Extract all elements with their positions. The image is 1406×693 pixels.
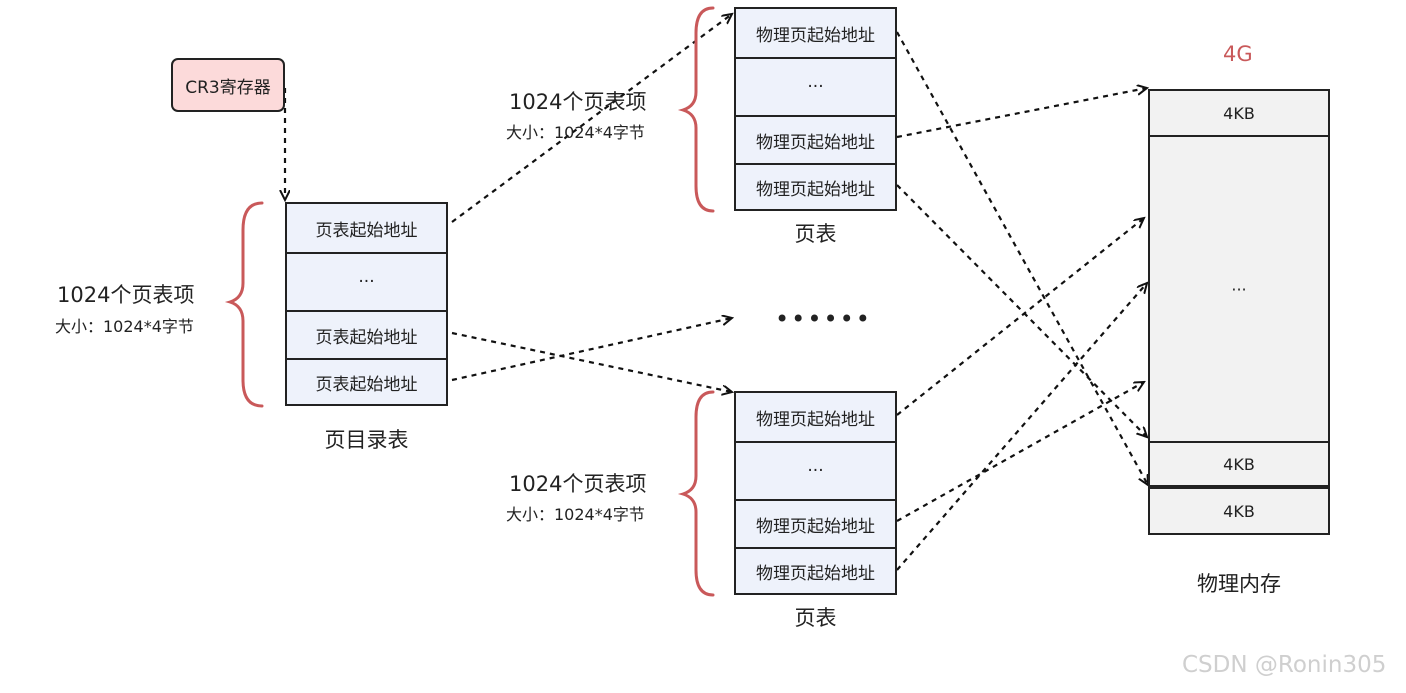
page-table-entry: 物理页起始地址 xyxy=(736,547,895,593)
page-table-entry-ellipsis: ··· xyxy=(736,441,895,499)
directory-entry: 页表起始地址 xyxy=(287,310,446,358)
page-table-entry-ellipsis: ··· xyxy=(736,57,895,115)
arrow-pt1-row1 xyxy=(896,31,1148,485)
arrow-pt2-row4 xyxy=(896,283,1147,571)
memory-top-label: 4G xyxy=(1223,42,1253,66)
middle-ellipsis: •••••• xyxy=(775,305,872,333)
page-table-entry: 物理页起始地址 xyxy=(756,409,875,430)
memory-page: 4KB xyxy=(1150,91,1328,137)
arrow-dir-to-middle xyxy=(451,318,732,382)
directory-count-label: 1024个页表项 xyxy=(57,283,195,307)
directory-entry: 页表起始地址 xyxy=(287,358,446,404)
cr3-register: CR3寄存器 xyxy=(171,58,285,112)
table-top-count-label: 1024个页表项 xyxy=(509,90,647,114)
page-table-bottom-caption: 页表 xyxy=(794,606,837,630)
page-table-entry: 物理页起始地址 xyxy=(756,25,875,46)
table-bottom-count-label: 1024个页表项 xyxy=(509,472,647,496)
arrow-pt2-row1 xyxy=(896,218,1144,416)
page-table-top: 物理页起始地址 ··· 物理页起始地址 物理页起始地址 xyxy=(734,7,897,211)
directory-entry: 页表起始地址 xyxy=(315,220,418,241)
physical-memory-caption: 物理内存 xyxy=(1197,572,1281,596)
directory-size-label: 大小：1024*4字节 xyxy=(55,317,194,336)
page-table-entry: 物理页起始地址 xyxy=(736,163,895,209)
arrow-pt1-row4 xyxy=(896,184,1147,437)
page-table-top-caption: 页表 xyxy=(794,222,837,246)
page-table-entry: 物理页起始地址 xyxy=(736,499,895,547)
brace-directory xyxy=(224,201,264,408)
memory-page: 4KB xyxy=(1223,501,1255,521)
brace-table-top xyxy=(677,6,715,213)
page-table-entry: 物理页起始地址 xyxy=(736,115,895,163)
directory-entry-ellipsis: ··· xyxy=(287,252,446,310)
table-bottom-size-label: 大小：1024*4字节 xyxy=(506,505,645,524)
table-top-size-label: 大小：1024*4字节 xyxy=(506,123,645,142)
watermark: CSDN @Ronin305 xyxy=(1182,652,1387,678)
page-table-bottom: 物理页起始地址 ··· 物理页起始地址 物理页起始地址 xyxy=(734,391,897,595)
brace-table-bottom xyxy=(677,390,715,597)
page-directory-table: 页表起始地址 ··· 页表起始地址 页表起始地址 xyxy=(285,202,448,406)
arrow-pt2-row3 xyxy=(896,382,1144,522)
memory-page: 4KB xyxy=(1150,441,1328,489)
memory-ellipsis: ··· xyxy=(1231,279,1247,299)
arrow-dir-to-table-bottom xyxy=(451,331,732,392)
arrow-dir-to-table-top xyxy=(451,14,732,223)
arrow-pt1-row3 xyxy=(896,88,1147,139)
physical-memory-block: 4KB ··· 4KB 4KB xyxy=(1148,89,1330,535)
page-directory-caption: 页目录表 xyxy=(324,428,409,452)
cr3-label: CR3寄存器 xyxy=(185,77,271,98)
